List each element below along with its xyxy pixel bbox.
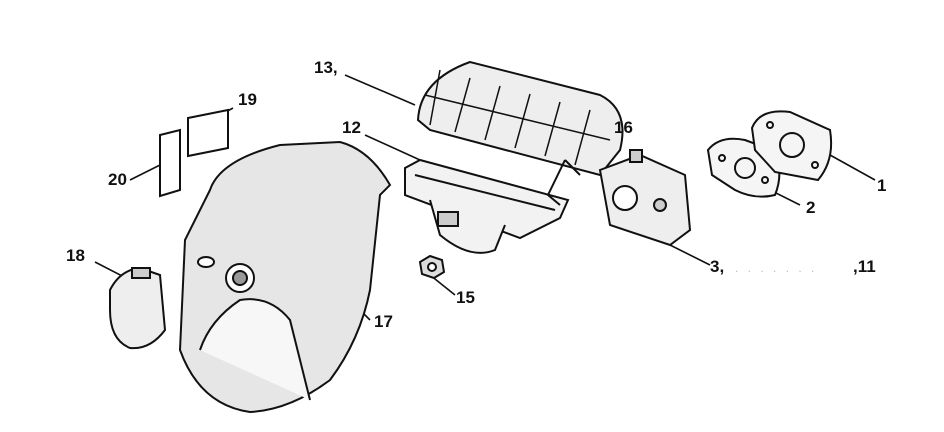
part-3-carburetor (598, 149, 692, 247)
part-18-knob (109, 266, 167, 350)
part-13-air-filter (416, 60, 624, 177)
part-20-decal (159, 128, 181, 198)
label-part-17: 17 (374, 312, 393, 331)
label-part-3: 3, (710, 257, 725, 276)
label-part-18: 18 (66, 246, 85, 265)
label-part-12: 12 (342, 118, 361, 137)
label-part-2: 2 (806, 198, 816, 217)
part-15-nut (418, 254, 446, 280)
label-part-15: 15 (456, 288, 475, 307)
label-part-19: 19 (238, 90, 257, 109)
part-16-wire (546, 159, 581, 206)
part-1-gasket (750, 110, 833, 182)
part-19-decal (187, 108, 229, 158)
label-part-20: 20 (108, 170, 127, 189)
label-part-range-dots: . . . . . . . (735, 261, 818, 275)
label-part-13: 13, (314, 58, 338, 77)
part-12-filter-base (404, 158, 570, 254)
label-part-1: 1 (877, 176, 887, 195)
label-part-16: 16 (614, 118, 633, 137)
label-part-11: ,11 (853, 257, 876, 276)
part-17-cover (178, 140, 392, 414)
